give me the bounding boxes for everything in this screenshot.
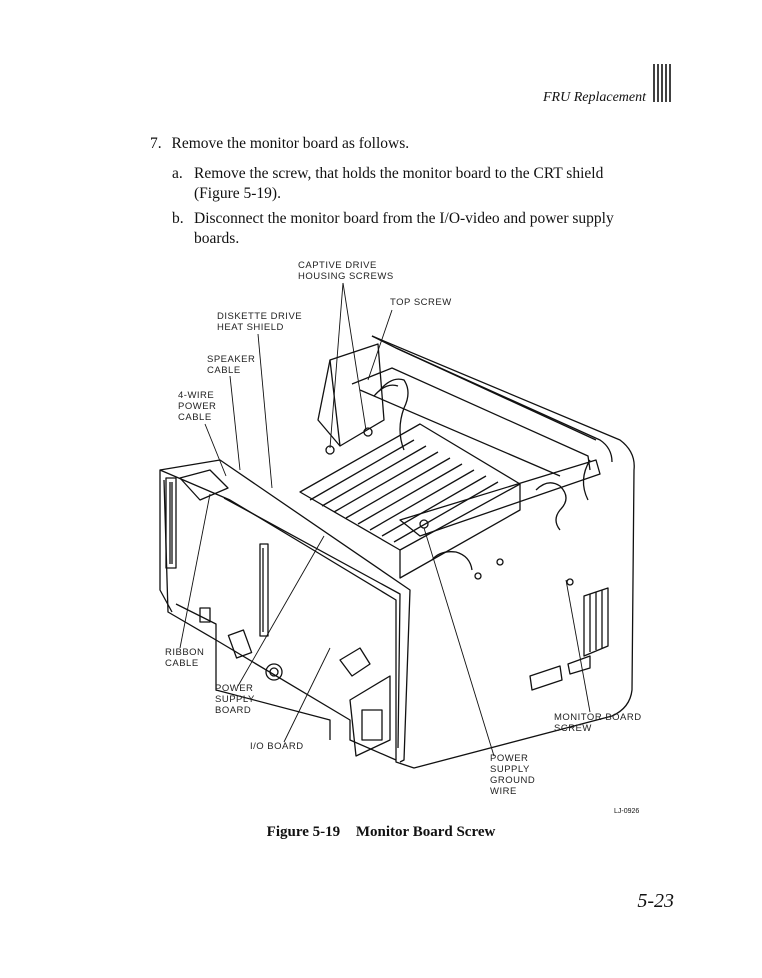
substep-line: Disconnect the monitor board from the I/… [194,210,614,227]
substep-label: b. [172,210,184,227]
page-number: 5-23 [637,890,674,912]
substep-line: boards. [194,230,240,247]
figure-caption: Figure 5-19 Monitor Board Screw [0,824,762,841]
substep-line: Remove the screw, that holds the monitor… [194,165,604,182]
vertical-bars-icon [653,64,671,102]
caption-number: Figure 5-19 [266,824,341,840]
figure-id: LJ-0926 [614,808,640,815]
step-text: Remove the monitor board as follows. [171,135,410,152]
running-header-title: FRU Replacement [542,90,646,105]
caption-title: Monitor Board Screw [355,824,496,840]
substep-line: (Figure 5-19). [194,185,281,202]
substep-label: a. [172,165,183,182]
callout-top-screw: TOP SCREW [390,297,452,308]
step-7: 7. Remove the monitor board as follows. [150,135,409,153]
step-number: 7. [150,135,162,152]
callout-io-board: I/O BOARD [250,741,304,752]
